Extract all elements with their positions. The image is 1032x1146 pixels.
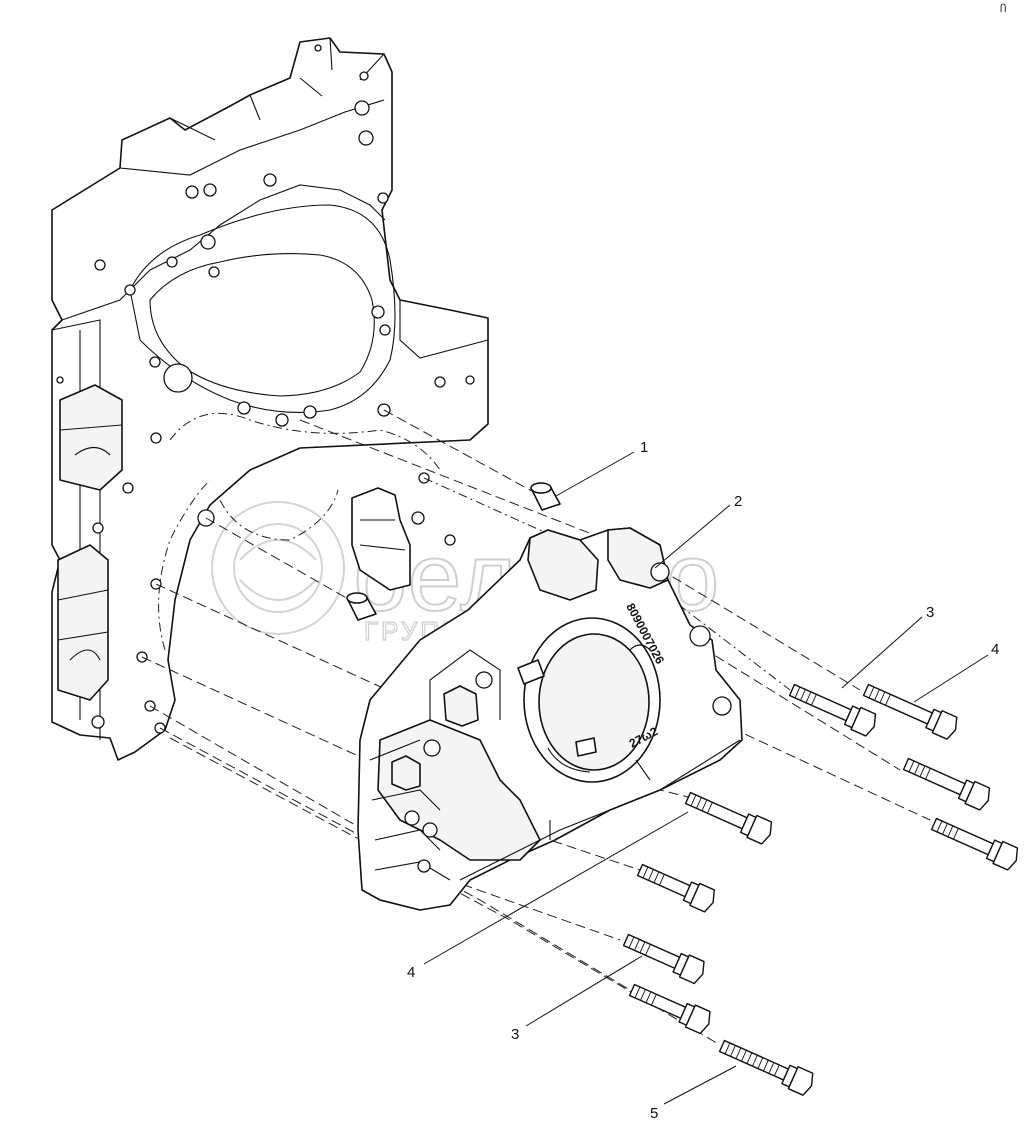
cover-hole-top-right xyxy=(650,562,670,582)
callout-4-lower: 4 xyxy=(407,964,415,981)
housing-holes xyxy=(56,44,475,734)
housing-outline xyxy=(51,37,489,761)
leader-4-upper xyxy=(913,654,989,703)
housing-rim xyxy=(129,204,396,413)
dowel-sleeve-upper xyxy=(530,482,561,511)
engine-housing xyxy=(51,37,489,761)
cover-hole-lower-right xyxy=(712,696,732,716)
assembly-lines xyxy=(141,409,931,1046)
cover-seal-bore-inner xyxy=(538,633,650,771)
line-bolt-lower xyxy=(141,656,641,871)
callout-1: 1 xyxy=(640,439,648,456)
cover-hole-pump-1 xyxy=(475,671,493,689)
bolts xyxy=(622,683,1019,1096)
callouts: 1 2 3 4 4 3 5 xyxy=(407,439,999,1122)
front-cover: 8090007026 27ω2 xyxy=(357,527,743,911)
leader-4-lower xyxy=(423,811,689,965)
line-dowel-mid xyxy=(205,517,351,601)
leader-1 xyxy=(555,451,635,497)
cover-seal-tab-bottom xyxy=(575,737,597,757)
cover-hole-pump-3 xyxy=(404,810,420,826)
cover-pump-ribs xyxy=(369,649,501,881)
bolt-center-low xyxy=(636,863,716,913)
corner-mark: Ⴖ xyxy=(1000,3,1006,15)
bolt-4-upper xyxy=(862,683,958,740)
leader-lines xyxy=(423,451,989,1105)
bolt-right-mid xyxy=(902,757,991,811)
housing-inner-edge xyxy=(61,184,386,321)
leader-3-upper xyxy=(841,616,923,689)
watermark-logo-ring xyxy=(211,501,345,635)
housing-tab-detail xyxy=(359,519,406,551)
cover-hole-pump-4 xyxy=(417,859,431,873)
housing-top-ribs xyxy=(119,37,385,176)
line-bolt-top-right xyxy=(299,419,861,691)
cover-upper-boss xyxy=(527,529,599,601)
dowel-sleeve-lower xyxy=(346,592,377,621)
callout-3-upper: 3 xyxy=(926,604,934,621)
callout-2: 2 xyxy=(734,493,742,510)
leader-2 xyxy=(654,504,731,569)
dowel-sleeves xyxy=(346,482,561,621)
bolt-5 xyxy=(718,1039,814,1096)
cover-seal-bore-lip xyxy=(547,644,651,773)
cover-pump-housing xyxy=(377,719,541,861)
watermark-logo-inner xyxy=(233,523,323,613)
bolt-3-upper xyxy=(788,683,877,737)
leader-3-lower xyxy=(525,955,643,1027)
housing-lower-boss-detail xyxy=(57,589,109,661)
callout-5: 5 xyxy=(650,1105,658,1122)
cover-pressure-valve xyxy=(443,685,479,727)
bolt-3-lower xyxy=(622,933,705,985)
bolt-4-lower xyxy=(684,791,773,845)
cover-hole-right xyxy=(689,625,711,647)
housing-tab xyxy=(351,487,411,591)
cover-flange-edge xyxy=(459,739,741,881)
housing-lower-boss xyxy=(57,544,109,701)
watermark-logo-swirl xyxy=(239,539,317,601)
housing-mid-boss-detail xyxy=(59,424,123,456)
callout-4-upper: 4 xyxy=(991,641,999,658)
cover-hole-pump-5 xyxy=(422,822,438,838)
housing-mid-boss xyxy=(59,384,123,491)
cover-seal-tab-left xyxy=(517,659,545,685)
line-bolt-bottom-2 xyxy=(159,727,631,991)
leader-5 xyxy=(663,1065,737,1105)
cover-plug-left xyxy=(391,755,421,791)
bolt-right-low xyxy=(930,817,1019,871)
callout-3-lower: 3 xyxy=(511,1026,519,1043)
housing-window xyxy=(149,252,375,397)
cover-hole-pump-2 xyxy=(423,739,441,757)
housing-right-step xyxy=(399,300,489,359)
housing-hidden-outline xyxy=(169,412,441,541)
bolt-lower-second xyxy=(628,983,711,1035)
line-bolt-right-mid xyxy=(689,639,901,771)
